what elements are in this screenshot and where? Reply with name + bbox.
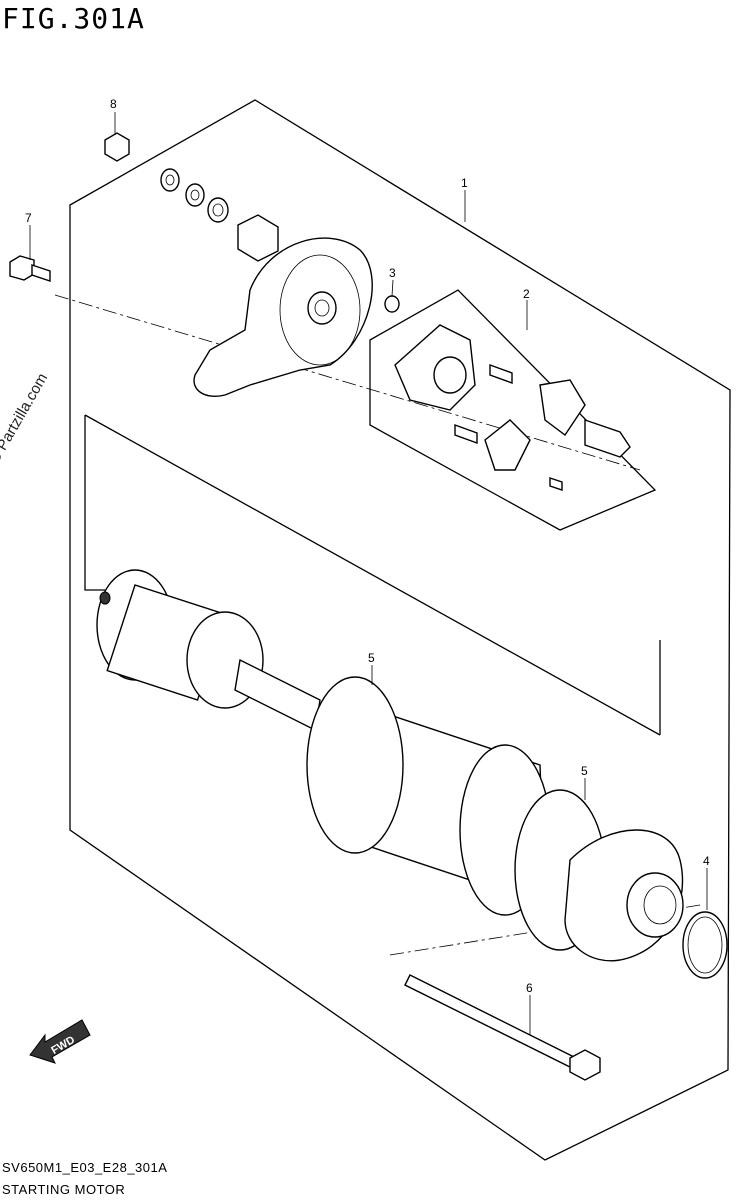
callout-5b: 5 (581, 764, 588, 778)
o-ring-4 (682, 911, 728, 979)
nut-8 (104, 132, 130, 162)
washer-stack (160, 168, 279, 262)
callout-5a: 5 (368, 651, 375, 665)
fwd-arrow: FWD (29, 1019, 91, 1064)
figure-code: SV650M1_E03_E28_301A (2, 1160, 168, 1175)
callout-6: 6 (526, 981, 533, 995)
rear-cover (193, 237, 373, 397)
housing-bracket-outline (84, 415, 105, 591)
armature (96, 569, 321, 732)
callout-1: 1 (461, 176, 468, 190)
figure-title: FIG.301A (2, 2, 145, 35)
figure-name: STARTING MOTOR (2, 1182, 126, 1197)
o-ring-4-inner (687, 916, 723, 974)
callout-3: 3 (389, 266, 396, 280)
assembly-outline (69, 99, 731, 1161)
through-bolt-6 (404, 974, 601, 1081)
callout-8: 8 (110, 97, 117, 111)
housing-bracket-top (84, 414, 661, 736)
callout-4: 4 (703, 854, 710, 868)
o-ring-3 (384, 295, 400, 313)
o-ring-5a (306, 676, 404, 854)
callout-2: 2 (523, 287, 530, 301)
front-cover (564, 829, 684, 962)
brush-holder-outline (369, 289, 657, 531)
bolt-7 (9, 255, 51, 282)
axis-line (54, 294, 641, 471)
callout-7: 7 (25, 211, 32, 225)
brush-holder-assembly (394, 324, 631, 491)
